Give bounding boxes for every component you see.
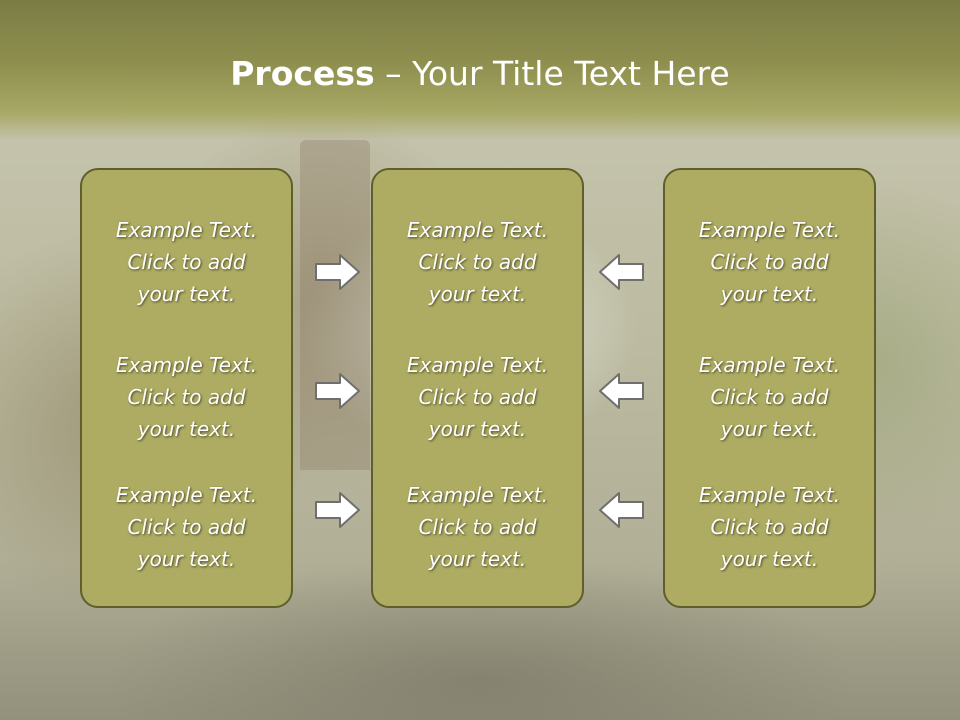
text-line: your text. (428, 417, 527, 441)
text-placeholder[interactable]: Example Text. Click to add your text. (82, 214, 291, 310)
left-arrow-icon[interactable] (597, 490, 645, 530)
text-line: Example Text. (115, 353, 258, 377)
left-arrow-icon[interactable] (597, 371, 645, 411)
title-rest-text: – Your Title Text Here (374, 54, 730, 93)
text-line: Click to add (127, 515, 246, 539)
text-line: your text. (720, 547, 819, 571)
text-line: your text. (428, 547, 527, 571)
text-line: Click to add (127, 250, 246, 274)
right-arrow-icon[interactable] (314, 252, 362, 292)
text-line: Example Text. (406, 218, 549, 242)
right-arrow-icon[interactable] (314, 490, 362, 530)
text-line: Example Text. (698, 353, 841, 377)
text-line: your text. (137, 547, 236, 571)
text-line: your text. (428, 282, 527, 306)
text-line: Click to add (710, 385, 829, 409)
text-placeholder[interactable]: Example Text. Click to add your text. (82, 349, 291, 445)
text-placeholder[interactable]: Example Text. Click to add your text. (373, 214, 582, 310)
right-arrow-icon[interactable] (314, 371, 362, 411)
text-line: your text. (720, 417, 819, 441)
background-tower (300, 140, 370, 470)
title-bar (0, 0, 960, 140)
text-line: Click to add (127, 385, 246, 409)
text-placeholder[interactable]: Example Text. Click to add your text. (373, 479, 582, 575)
text-line: Example Text. (115, 483, 258, 507)
text-placeholder[interactable]: Example Text. Click to add your text. (373, 349, 582, 445)
text-line: Example Text. (115, 218, 258, 242)
text-line: Click to add (710, 515, 829, 539)
text-line: your text. (137, 417, 236, 441)
text-placeholder[interactable]: Example Text. Click to add your text. (665, 349, 874, 445)
text-line: your text. (720, 282, 819, 306)
process-box-right[interactable]: Example Text. Click to add your text. Ex… (663, 168, 876, 608)
slide-title[interactable]: Process – Your Title Text Here (0, 52, 960, 96)
process-box-left[interactable]: Example Text. Click to add your text. Ex… (80, 168, 293, 608)
process-box-center[interactable]: Example Text. Click to add your text. Ex… (371, 168, 584, 608)
text-line: Example Text. (698, 483, 841, 507)
text-placeholder[interactable]: Example Text. Click to add your text. (665, 479, 874, 575)
text-line: Click to add (418, 515, 537, 539)
text-line: Click to add (710, 250, 829, 274)
text-line: Example Text. (698, 218, 841, 242)
text-placeholder[interactable]: Example Text. Click to add your text. (82, 479, 291, 575)
title-bold-text: Process (230, 54, 375, 93)
left-arrow-icon[interactable] (597, 252, 645, 292)
text-line: Click to add (418, 385, 537, 409)
text-line: Click to add (418, 250, 537, 274)
text-line: your text. (137, 282, 236, 306)
text-line: Example Text. (406, 483, 549, 507)
text-placeholder[interactable]: Example Text. Click to add your text. (665, 214, 874, 310)
text-line: Example Text. (406, 353, 549, 377)
